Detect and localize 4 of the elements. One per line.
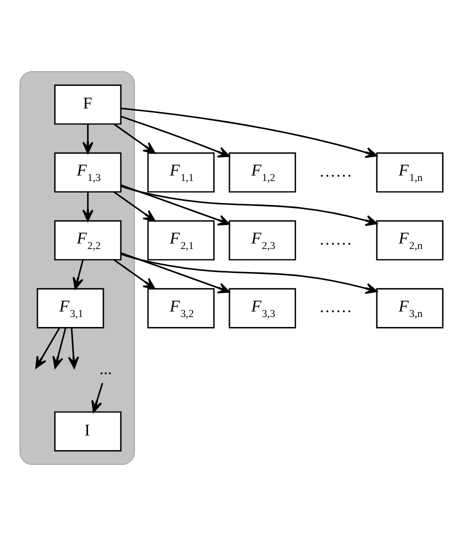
label: …… bbox=[319, 161, 352, 180]
node-text: ... bbox=[100, 358, 112, 378]
label: …… bbox=[319, 297, 352, 316]
label: …… bbox=[319, 229, 352, 248]
